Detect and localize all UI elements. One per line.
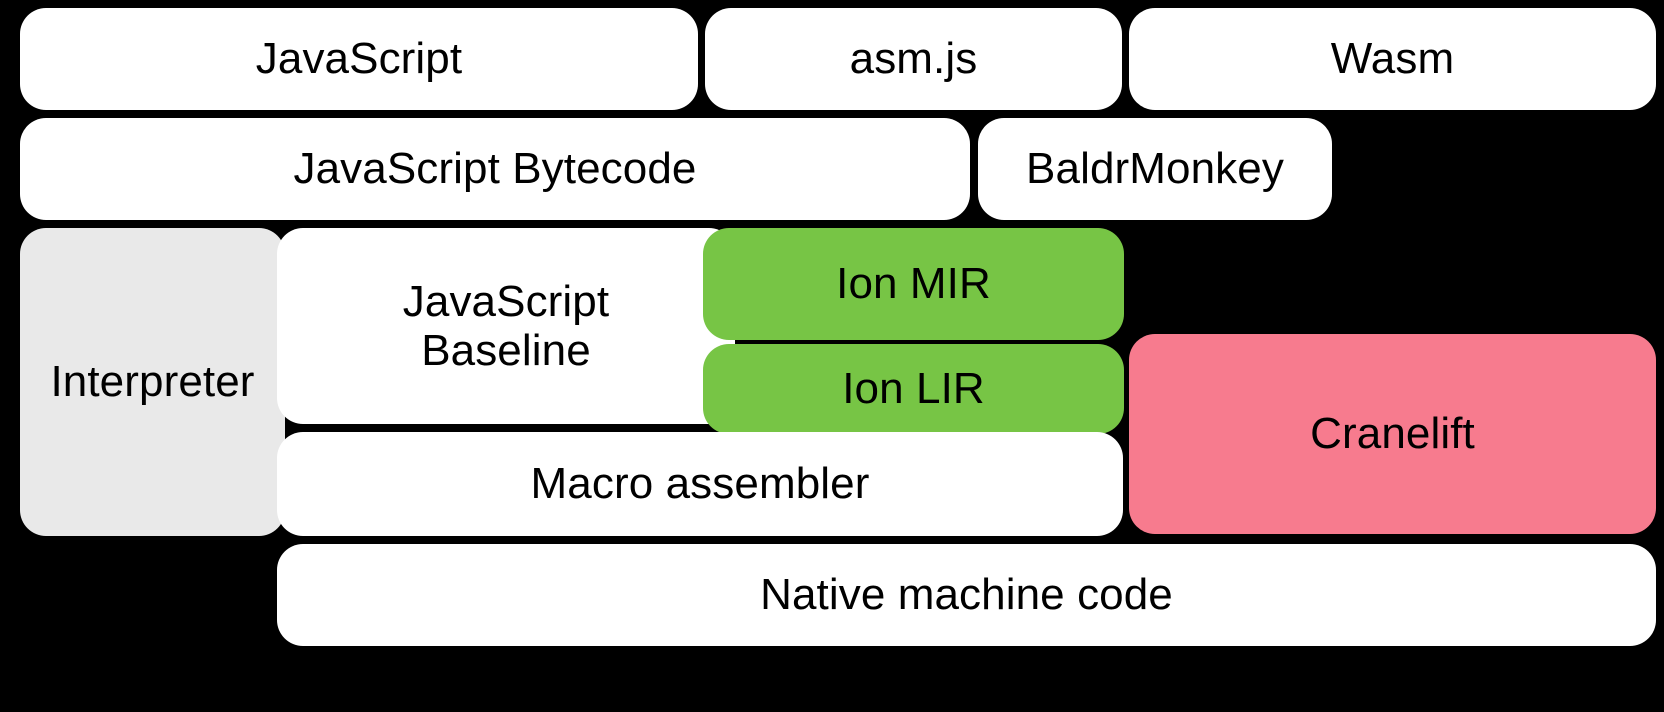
node-javascript: JavaScript bbox=[20, 8, 698, 110]
node-cranelift: Cranelift bbox=[1129, 334, 1656, 534]
node-javascript-bytecode: JavaScript Bytecode bbox=[20, 118, 970, 220]
node-asm-js: asm.js bbox=[705, 8, 1122, 110]
node-interpreter: Interpreter bbox=[20, 228, 285, 536]
node-native-machine-code: Native machine code bbox=[277, 544, 1656, 646]
node-macro-assembler: Macro assembler bbox=[277, 432, 1123, 536]
node-ion-mir: Ion MIR bbox=[703, 228, 1124, 340]
node-wasm: Wasm bbox=[1129, 8, 1656, 110]
node-ion-lir: Ion LIR bbox=[703, 344, 1124, 434]
node-javascript-baseline: JavaScript Baseline bbox=[277, 228, 735, 424]
node-baldrmonkey: BaldrMonkey bbox=[978, 118, 1332, 220]
